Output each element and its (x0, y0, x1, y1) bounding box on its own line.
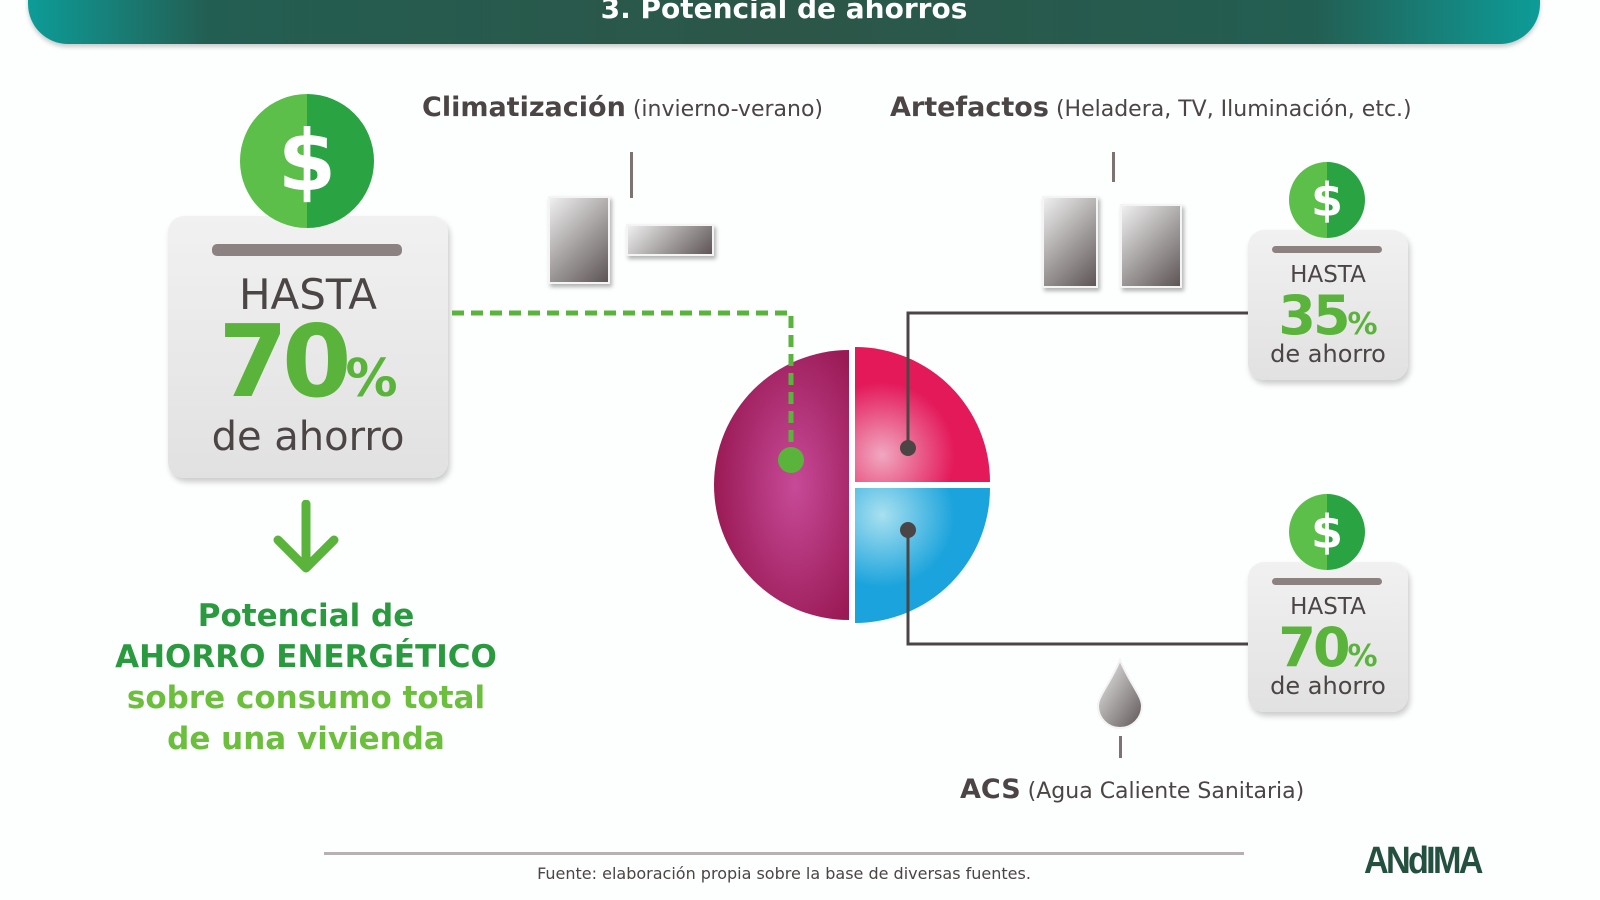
connector-line (630, 152, 633, 198)
divider-bar (1272, 578, 1382, 585)
percent-sign: % (1347, 307, 1378, 342)
heater-icon (548, 196, 610, 284)
artefactos-savings-card: HASTA 35% de ahorro (1248, 230, 1408, 380)
hasta-label: HASTA (1290, 594, 1366, 620)
percent-number: 35 (1278, 284, 1350, 347)
summary-line-1: Potencial de (197, 598, 415, 634)
summary-text: Potencial de AHORRO ENERGÉTICO sobre con… (100, 596, 512, 760)
savings-suffix: de ahorro (1270, 340, 1386, 368)
percent-sign: % (1347, 639, 1378, 674)
percent-sign: % (345, 349, 398, 409)
percent-value: 70% (168, 312, 448, 441)
savings-suffix: de ahorro (1270, 672, 1386, 700)
divider-bar (1272, 246, 1382, 253)
percent-value: 35% (1248, 286, 1408, 359)
connector-line (1112, 152, 1115, 182)
divider-bar (212, 244, 402, 256)
summary-line-3: sobre consumo total (126, 680, 486, 716)
pie-slice-artefactos (855, 347, 990, 482)
percent-number: 70 (218, 303, 351, 420)
pie-slice-acs (855, 488, 990, 623)
pie-slice-climatizacion (714, 350, 849, 620)
refrigerator-icon (1042, 196, 1098, 288)
percent-value: 70% (1248, 618, 1408, 691)
category-name: Artefactos (890, 92, 1049, 123)
savings-suffix: de ahorro (211, 414, 405, 460)
arrow-down-icon (273, 500, 339, 573)
summary-line-2: AHORRO ENERGÉTICO (115, 639, 497, 675)
air-conditioner-icon (626, 224, 714, 256)
hasta-label: HASTA (1290, 262, 1366, 288)
connector-line (1119, 736, 1122, 758)
summary-line-4: de una vivienda (167, 721, 445, 757)
source-note: Fuente: elaboración propia sobre la base… (537, 864, 1031, 883)
dollar-icon: $ (1289, 162, 1365, 238)
andima-logo: ANdIMA (1364, 840, 1483, 882)
category-acs: ACS (Agua Caliente Sanitaria) (960, 774, 1304, 805)
consumption-pie (714, 347, 990, 623)
acs-savings-card: HASTA 70% de ahorro (1248, 562, 1408, 712)
dollar-icon: $ (240, 94, 374, 228)
stove-icon (1120, 204, 1182, 288)
category-name: Climatización (422, 92, 626, 123)
main-savings-card: HASTA 70% de ahorro (168, 216, 448, 478)
footer-divider (324, 852, 1244, 855)
percent-number: 70 (1278, 616, 1350, 679)
page-title: 3. Potencial de ahorros (600, 0, 968, 25)
category-detail: (invierno-verano) (632, 97, 824, 122)
header-banner (28, 0, 1540, 44)
category-name: ACS (960, 774, 1021, 805)
water-drop-icon (1096, 657, 1144, 729)
category-artefactos: Artefactos (Heladera, TV, Iluminación, e… (890, 92, 1412, 123)
category-climatizacion: Climatización (invierno-verano) (422, 92, 823, 123)
category-detail: (Heladera, TV, Iluminación, etc.) (1055, 97, 1412, 122)
category-detail: (Agua Caliente Sanitaria) (1027, 779, 1305, 804)
hasta-label: HASTA (238, 270, 378, 319)
dollar-icon: $ (1289, 494, 1365, 570)
